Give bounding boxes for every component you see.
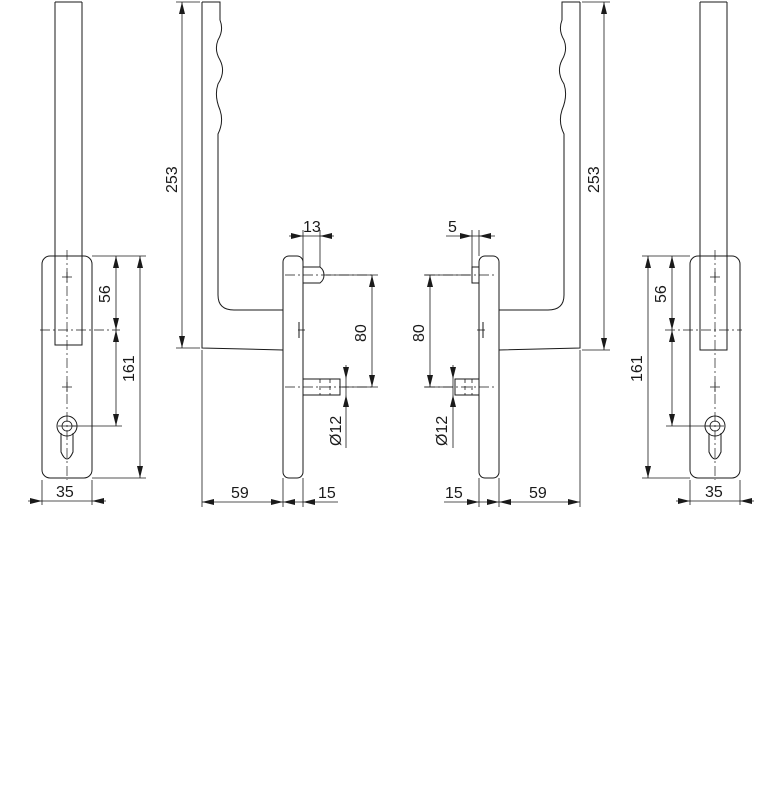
dim-left-plate-thickness: 15	[318, 485, 336, 502]
dim-left-spacing-80: 80	[353, 324, 370, 342]
dim-left-handle-height: 253	[164, 166, 181, 193]
dim-right-lever-length: 59	[529, 485, 547, 502]
right-side-view	[424, 1, 610, 507]
left-front-view	[28, 1, 146, 505]
dim-right-pin-5: 5	[448, 219, 457, 236]
dim-right-diameter: Ø12	[434, 416, 451, 446]
dim-right-plate-width: 35	[705, 484, 723, 501]
dim-right-plate-thickness: 15	[445, 485, 463, 502]
dim-left-lever-length: 59	[231, 485, 249, 502]
dimension-labels: 35 56 161 253 59 15 13 80 Ø12 5 80 Ø12 1…	[56, 166, 723, 502]
dim-left-offset-56: 56	[97, 285, 114, 303]
dim-right-handle-height: 253	[586, 166, 603, 193]
dim-left-plate-height: 161	[121, 355, 138, 382]
right-front-view	[642, 1, 754, 505]
dim-right-plate-height: 161	[629, 355, 646, 382]
dim-left-pin-13: 13	[303, 219, 321, 236]
left-side-view	[176, 1, 378, 507]
dim-right-offset-56: 56	[653, 285, 670, 303]
dim-left-plate-width: 35	[56, 484, 74, 501]
dim-right-spacing-80: 80	[411, 324, 428, 342]
dim-left-diameter: Ø12	[328, 416, 345, 446]
